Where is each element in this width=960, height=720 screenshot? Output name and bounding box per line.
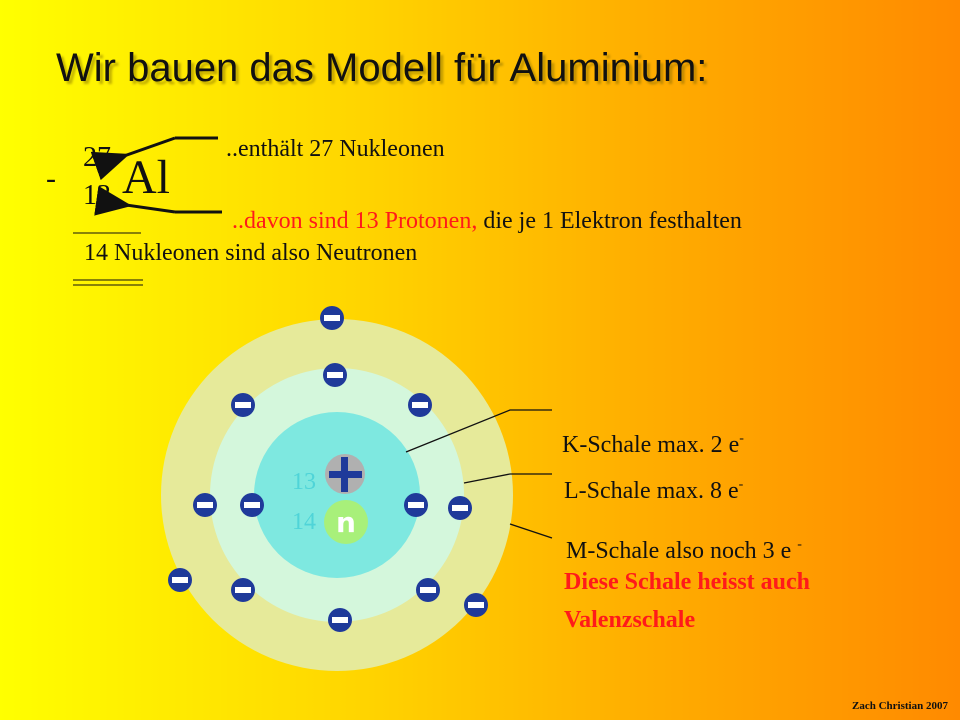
minus-icon — [240, 493, 264, 517]
nucleons-annotation: ..enthält 27 Nukleonen — [226, 136, 445, 162]
protons-annotation: ..davon sind 13 Protonen, die je 1 Elekt… — [232, 208, 742, 235]
minus-icon — [416, 578, 440, 602]
minus-icon — [448, 496, 472, 520]
neutron-count: 14 — [292, 509, 316, 535]
minus-icon — [231, 578, 255, 602]
minus-icon — [231, 393, 255, 417]
minus-icon — [168, 568, 192, 592]
valence-note-line2: Valenzschale — [564, 607, 695, 633]
plus-icon — [325, 454, 365, 494]
arrow-to-mass — [90, 136, 218, 181]
minus-icon — [464, 593, 488, 617]
protons-annotation-rest: die je 1 Elektron festhalten — [477, 208, 742, 234]
k-shell-label: K-Schale max. 2 e- — [562, 431, 744, 458]
arrow-to-atomic-number — [94, 185, 222, 216]
minus-icon — [408, 393, 432, 417]
neutron-letter: n — [336, 506, 356, 539]
electrons — [168, 306, 488, 632]
minus-icon — [323, 363, 347, 387]
footer-credit: Zach Christian 2007 — [852, 700, 948, 712]
minus-icon — [193, 493, 217, 517]
valence-note-line1: Diese Schale heisst auch — [564, 569, 810, 595]
neutrons-annotation: 14 Nukleonen sind also Neutronen — [84, 240, 418, 266]
protons-annotation-red: ..davon sind 13 Protonen, — [232, 208, 478, 234]
proton-count: 13 — [292, 469, 316, 495]
l-shell-leader — [463, 473, 552, 484]
list-dash: - — [46, 162, 56, 195]
minus-icon — [404, 493, 428, 517]
l-shell-label: L-Schale max. 8 e- — [564, 477, 744, 504]
minus-icon — [328, 608, 352, 632]
k-shell — [254, 412, 420, 578]
m-shell-leader — [509, 523, 553, 539]
minus-icon — [320, 306, 344, 330]
m-shell-label: M-Schale also noch 3 e - — [566, 537, 802, 564]
neutron-ball — [324, 500, 368, 544]
k-shell-leader — [405, 409, 552, 453]
slide-title: Wir bauen das Modell für Aluminium: — [56, 46, 708, 90]
